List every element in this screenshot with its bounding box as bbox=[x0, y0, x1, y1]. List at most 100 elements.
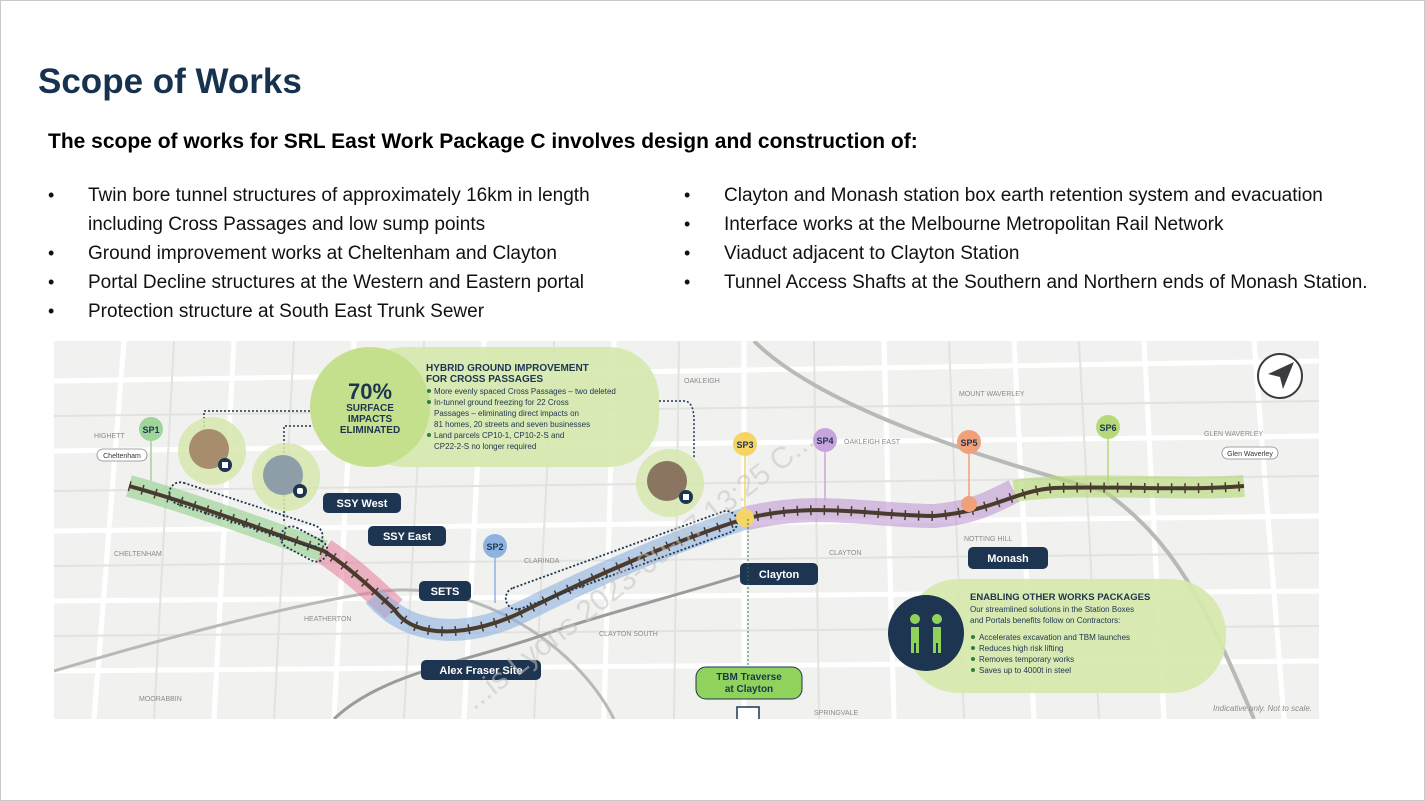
bullet-text: Protection structure at South East Trunk… bbox=[88, 301, 485, 322]
hybrid-percent: 70% bbox=[348, 379, 392, 404]
suburb-label: CLAYTON SOUTH bbox=[599, 631, 658, 638]
pin-sp2: SP2 bbox=[483, 534, 507, 603]
enabling-icon-circle bbox=[888, 595, 964, 671]
bullet-dot: • bbox=[48, 243, 55, 263]
hybrid-item: 81 homes, 20 streets and seven businesse… bbox=[434, 420, 590, 429]
photo-bubble bbox=[636, 449, 704, 517]
bullet-item: • Interface works at the Melbourne Metrop… bbox=[684, 210, 1404, 239]
pin-label: SP2 bbox=[486, 542, 503, 552]
pin-label: SP6 bbox=[1099, 423, 1116, 433]
bullet-item: •Portal Decline structures at the Wester… bbox=[48, 268, 658, 297]
bullet-dot bbox=[971, 646, 975, 650]
suburb-label: NOTTING HILL bbox=[964, 536, 1012, 543]
hybrid-percent-circle bbox=[310, 347, 430, 467]
bullet-dot: • bbox=[48, 272, 55, 292]
bullet-dot: • bbox=[684, 243, 691, 263]
label-sets: SETS bbox=[419, 581, 471, 601]
suburb-labels: HIGHETT CHELTENHAM HEATHERTON CLARINDA C… bbox=[94, 378, 1263, 717]
bullet-item: •Protection structure at South East Trun… bbox=[48, 297, 658, 326]
bullet-text: Interface works at the Melbourne Metropo… bbox=[724, 214, 1224, 235]
suburb-label: HIGHETT bbox=[94, 433, 125, 440]
cheltenham-tag: Cheltenham bbox=[96, 448, 148, 462]
bullet-list-left: • Twin bore tunnel structures of approxim… bbox=[48, 181, 658, 326]
bullet-item: • Twin bore tunnel structures of approxim… bbox=[48, 181, 658, 239]
station-marker-monash bbox=[961, 496, 977, 512]
bullet-text: Tunnel Access Shafts at the Southern and… bbox=[724, 272, 1368, 293]
enabling-item: Removes temporary works bbox=[979, 655, 1074, 664]
suburb-label: MOUNT WAVERLEY bbox=[959, 391, 1025, 398]
photo-bubble bbox=[178, 417, 246, 485]
map-svg: HIGHETT CHELTENHAM HEATHERTON CLARINDA C… bbox=[54, 341, 1319, 719]
label-ssy-east: SSY East bbox=[368, 526, 446, 546]
suburb-label: CLAYTON bbox=[829, 550, 861, 557]
suburb-label: CHELTENHAM bbox=[114, 551, 162, 558]
bullet-dot bbox=[971, 635, 975, 639]
glen-waverley-tag: Glen Waverley bbox=[1221, 446, 1279, 460]
pin-label: SP1 bbox=[142, 425, 159, 435]
building-icon bbox=[683, 494, 689, 500]
bullet-dot bbox=[971, 657, 975, 661]
map-disclaimer: Indicative only. Not to scale. bbox=[1213, 704, 1312, 713]
bullet-item: •Clayton and Monash station box earth re… bbox=[684, 181, 1404, 210]
hybrid-callout-bg bbox=[354, 347, 659, 467]
label-text: Monash bbox=[987, 553, 1029, 565]
ground-improvement-outline bbox=[168, 481, 324, 548]
pin-sp4: SP4 bbox=[813, 428, 837, 501]
hybrid-item: CP22-2-S no longer required bbox=[434, 442, 536, 451]
suburb-label: HEATHERTON bbox=[304, 616, 351, 623]
enabling-intro: Our streamlined solutions in the Station… bbox=[970, 605, 1134, 614]
workers-icon bbox=[910, 614, 942, 653]
label-text: Clayton bbox=[759, 569, 800, 581]
suburb-label: MOORABBIN bbox=[139, 696, 182, 703]
glen-waverley-tag-text: Glen Waverley bbox=[1227, 451, 1273, 458]
callout-connector bbox=[659, 400, 695, 459]
slide-subtitle: The scope of works for SRL East Work Pac… bbox=[48, 130, 918, 153]
label-text: TBM Traverse bbox=[716, 672, 782, 683]
enabling-intro: and Portals benefits follow on Contracto… bbox=[970, 616, 1120, 625]
bullet-text: Ground improvement works at Cheltenham a… bbox=[88, 243, 557, 264]
pin-label: SP4 bbox=[816, 436, 833, 446]
bullet-dot: • bbox=[684, 272, 691, 292]
hybrid-item: Passages – eliminating direct impacts on bbox=[434, 409, 579, 418]
slide-title: Scope of Works bbox=[38, 62, 302, 101]
label-text: SETS bbox=[431, 586, 460, 598]
suburb-label: OAKLEIGH EAST bbox=[844, 439, 901, 446]
label-clayton: Clayton bbox=[740, 563, 818, 585]
north-arrow-icon bbox=[1257, 353, 1303, 399]
bullet-item: • Ground improvement works at Cheltenham … bbox=[48, 239, 658, 268]
enabling-callout: ENABLING OTHER WORKS PACKAGES Our stream… bbox=[888, 579, 1226, 693]
hybrid-line1: SURFACE bbox=[346, 403, 394, 414]
label-monash: Monash bbox=[968, 547, 1048, 569]
enabling-item: Accelerates excavation and TBM launches bbox=[979, 633, 1130, 642]
bullet-dot: • bbox=[684, 185, 691, 205]
ground-improvement-outline bbox=[279, 525, 329, 563]
home-icon bbox=[222, 462, 228, 468]
suburb-label: GLEN WAVERLEY bbox=[1204, 431, 1263, 438]
bullet-dot bbox=[427, 400, 431, 404]
pin-sp1: SP1 bbox=[139, 417, 163, 481]
label-alex-fraser: Alex Fraser Site bbox=[421, 660, 541, 680]
hybrid-line2: IMPACTS bbox=[348, 414, 393, 425]
suburb-label: CLARINDA bbox=[524, 558, 560, 565]
bullet-dot bbox=[427, 433, 431, 437]
pin-sp5: SP5 bbox=[957, 430, 981, 501]
bullet-dot: • bbox=[48, 185, 55, 205]
pin-label: SP5 bbox=[960, 438, 977, 448]
car-icon bbox=[297, 488, 303, 494]
hybrid-callout: 70% SURFACE IMPACTS ELIMINATED HYBRID GR… bbox=[310, 347, 659, 467]
label-ssy-west: SSY West bbox=[323, 493, 401, 513]
enabling-item: Saves up to 4000t in steel bbox=[979, 666, 1071, 675]
bullet-text: Viaduct adjacent to Clayton Station bbox=[724, 243, 1020, 264]
freeway bbox=[332, 569, 755, 719]
hybrid-line3: ELIMINATED bbox=[340, 425, 400, 436]
pin-label: SP3 bbox=[736, 440, 753, 450]
bullet-dot: • bbox=[684, 214, 691, 234]
tunnel-route-map: HIGHETT CHELTENHAM HEATHERTON CLARINDA C… bbox=[54, 341, 1319, 719]
label-text: Alex Fraser Site bbox=[439, 665, 522, 677]
cheltenham-tag-text: Cheltenham bbox=[103, 453, 141, 460]
hybrid-item: More evenly spaced Cross Passages – two … bbox=[434, 387, 616, 396]
bullet-text: Twin bore tunnel structures of approxima… bbox=[88, 185, 590, 235]
label-text: at Clayton bbox=[725, 684, 773, 695]
hybrid-item: In-tunnel ground freezing for 22 Cross bbox=[434, 398, 569, 407]
hybrid-item: Land parcels CP10-1, CP10-2-S and bbox=[434, 431, 564, 440]
